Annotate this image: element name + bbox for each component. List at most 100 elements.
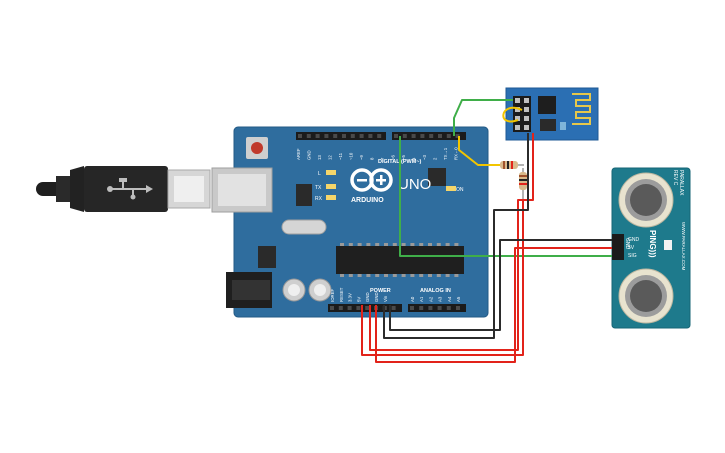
header-pin-hole[interactable] [446,134,451,138]
header-pin-hole[interactable] [429,134,434,138]
analog-label: ANALOG IN [420,288,451,294]
crystal [281,219,327,235]
header-pin-hole[interactable] [330,306,334,310]
chip-pin [340,274,344,277]
digital-pin-label: 12 [328,155,333,160]
header-pin-hole[interactable] [359,134,364,138]
header-pin-hole[interactable] [446,306,451,310]
analog-pin-label: A0 [410,296,415,302]
header-pin-hole[interactable] [394,134,398,138]
header-pin-hole[interactable] [306,134,311,138]
transducer-top [618,172,674,228]
esp-pin-header [513,96,531,132]
power-pin-label: IOREF [330,288,335,302]
esp-wifi-module[interactable] [505,87,599,141]
analog-pin-label: A3 [438,296,443,302]
sensor-pin-header [612,234,624,260]
header-pin-hole[interactable] [428,306,433,310]
chip-pin [436,274,441,277]
digital-pin-label: ~3 [422,154,427,160]
header-pin-hole[interactable] [411,134,416,138]
wire-green-sig[interactable] [399,136,612,257]
power-pin-label: GND [365,292,370,302]
header-pin-hole[interactable] [338,306,343,310]
wire-red-sensor[interactable] [375,247,612,363]
wire-yellow-esp[interactable] [502,106,523,123]
digital-pin-label: TX→1 [443,147,448,160]
led-rx-label: RX [315,196,323,202]
small-ic [428,168,446,186]
header-pin-hole[interactable] [437,306,442,310]
header-pin-hole[interactable] [391,306,396,310]
header-pin-hole[interactable] [347,306,352,310]
header-pin-hole[interactable] [356,306,361,310]
power-label: POWER [370,288,391,294]
led-l-label: L [318,171,321,177]
resistor-2[interactable] [519,168,527,200]
header-pin-hole[interactable] [368,134,373,138]
chip-pin [401,243,406,246]
sensor-url: WWW.PARALLAX.COM [681,222,686,271]
analog-pin-label: A2 [428,296,433,302]
sensor-pin-label-5v: 5V [628,245,635,251]
digital-pin-label: 4 [412,157,417,160]
header-pin-hole[interactable] [377,134,382,138]
header-pin-hole[interactable] [350,134,355,138]
header-pin-hole[interactable] [410,306,414,310]
wire-red-esp-2[interactable] [361,200,524,356]
power-pin-label: Vin [383,295,388,302]
wire-green-esp[interactable] [453,99,513,136]
chip-pin [419,274,424,277]
power-pin-label: GND [374,292,379,302]
led-l [326,170,336,175]
ultrasonic-ping-sensor[interactable]: GND GND 5V SIG PING))) PARALLAX REV C WW… [611,167,691,329]
arduino-infinity-logo-icon [350,168,393,192]
voltage-regulator [258,246,276,268]
wire-black-sensor[interactable] [389,239,612,331]
digital-pin-label: AREF [296,148,301,160]
digital-pin-label: 13 [317,155,322,160]
wire-red-esp[interactable] [369,133,534,351]
wire-yellow[interactable] [458,136,500,166]
power-pin-label: 5V [356,297,361,302]
header-pin-hole[interactable] [402,134,407,138]
led-rx [326,195,336,200]
led-tx [326,184,336,189]
digital-pin-label: ~10 [349,152,354,160]
sensor-pin-label-gnd: GND [628,237,640,243]
sensor-pin-label-sig: SIG [628,253,637,259]
chip-pin [445,274,450,277]
chip-pin [366,274,371,277]
header-pin-hole[interactable] [324,134,329,138]
power-pin-label: 3.3V [348,293,353,302]
resistor-1[interactable] [494,161,524,169]
header-pin-hole[interactable] [438,134,442,138]
header-pin-hole[interactable] [419,306,424,310]
digital-pin-label: ~6 [391,154,396,160]
arduino-uno-board[interactable]: L TX RX ON ARDUINO UNO DIGITAL (PWM~) PO… [211,126,489,318]
header-pin-hole[interactable] [315,134,320,138]
chip-pin [419,243,424,246]
antenna-trace [572,93,591,125]
chip-pin [375,243,380,246]
chip-pin [454,274,459,277]
analog-header [408,304,466,312]
header-pin-hole[interactable] [456,306,460,310]
header-pin-hole[interactable] [342,134,346,138]
sensor-pin-gnd: GND [624,238,630,250]
header-pin-hole[interactable] [420,134,425,138]
reset-button-icon[interactable] [246,137,268,159]
digital-pin-label: ~11 [338,152,343,160]
wire-black-esp[interactable] [383,133,529,339]
chip-pin [410,243,415,246]
header-pin-hole[interactable] [298,134,302,138]
power-pin-label: RESET [339,287,344,302]
digital-header-right [392,132,466,140]
header-pin-hole[interactable] [333,134,338,138]
transducer-bottom [618,268,674,324]
chip-pin [436,243,441,246]
header-pin-hole[interactable] [365,306,370,310]
chip-pin [445,243,450,246]
header-pin-hole[interactable] [455,134,460,138]
power-header [328,304,402,312]
